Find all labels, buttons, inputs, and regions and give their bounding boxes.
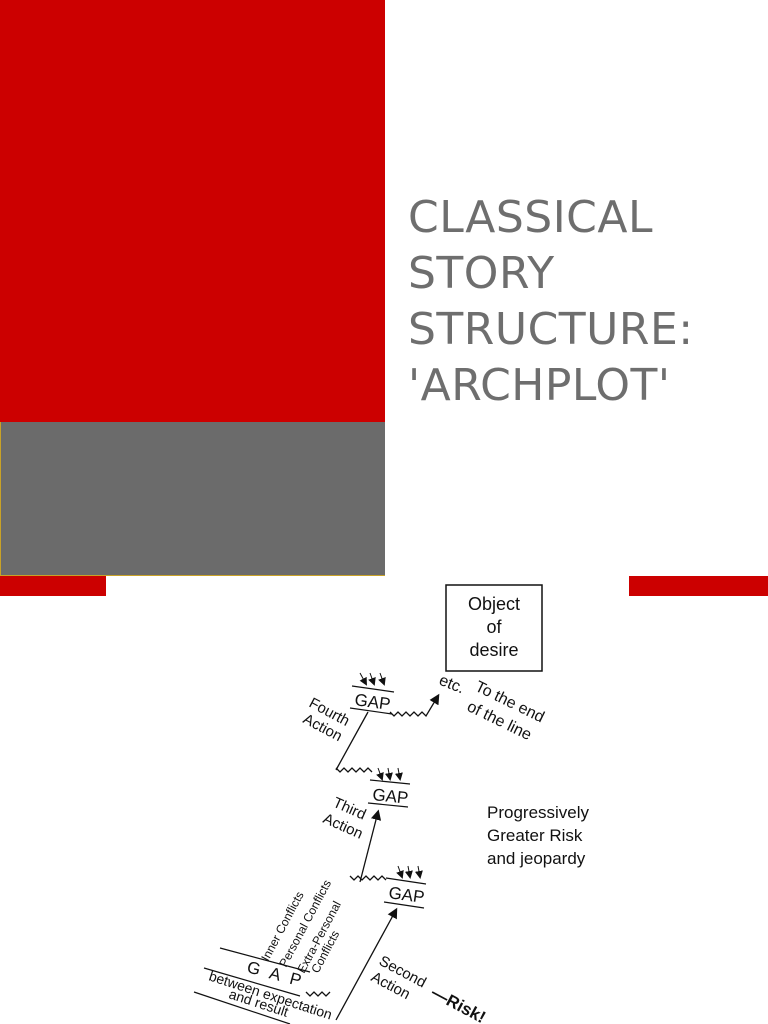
gap-lower: GAP [383, 865, 427, 909]
risk-label: —Risk! [428, 983, 489, 1024]
object-line-3: desire [469, 640, 518, 660]
title-line-2: STORY [408, 248, 555, 299]
progress-line-3: and jeopardy [487, 849, 586, 868]
gap-top: GAP [349, 672, 395, 715]
red-strip-left [0, 576, 106, 596]
title-line-3: STRUCTURE: [408, 304, 694, 355]
title-line-1: CLASSICAL [408, 192, 654, 243]
archplot-diagram: Object of desire GAP etc. To the end of … [193, 584, 590, 1024]
object-line-1: Object [468, 594, 520, 614]
progress-line-1: Progressively [487, 803, 590, 822]
slide-title: CLASSICAL STORY STRUCTURE: 'ARCHPLOT' [408, 190, 748, 414]
title-line-4: 'ARCHPLOT' [408, 360, 671, 411]
etc-label: etc. [437, 672, 467, 697]
red-banner-block [0, 0, 385, 422]
gap-middle-label: GAP [372, 785, 410, 808]
object-line-2: of [486, 617, 502, 637]
object-of-desire-box: Object of desire [445, 584, 543, 672]
gap-middle: GAP [367, 767, 411, 808]
gap-top-label: GAP [353, 690, 391, 714]
gray-banner-block [0, 422, 385, 576]
progress-line-2: Greater Risk [487, 826, 583, 845]
gap-lower-label: GAP [387, 883, 425, 907]
red-strip-right [629, 576, 768, 596]
